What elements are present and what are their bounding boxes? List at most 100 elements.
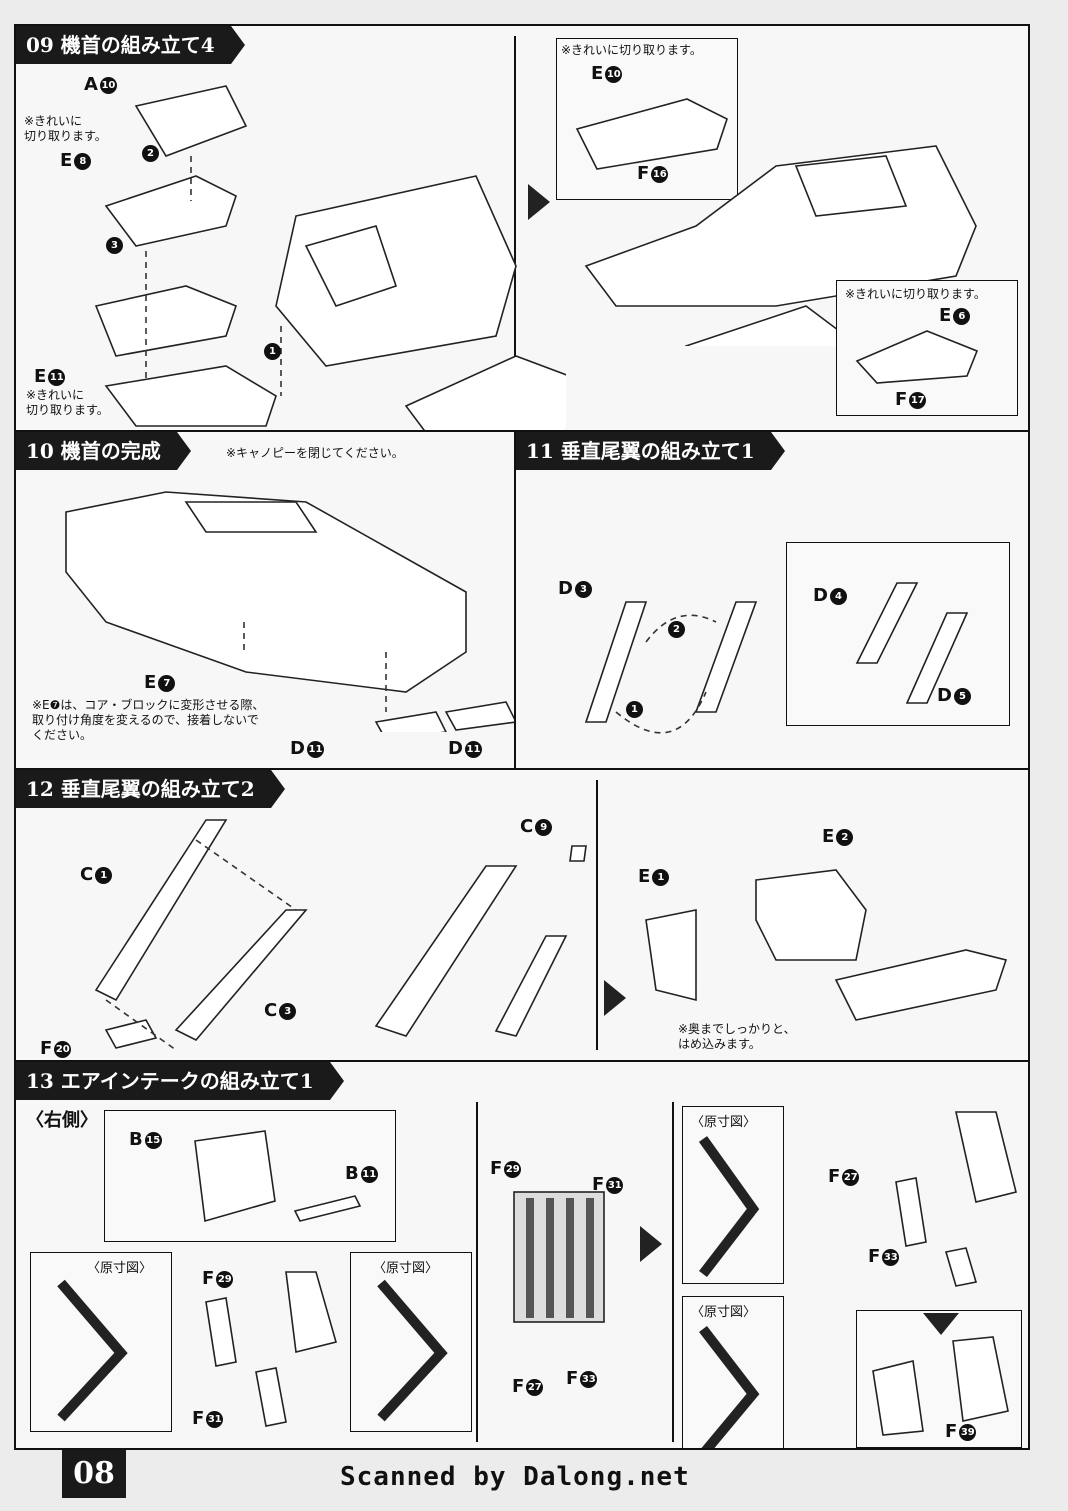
clean-cut-note-b: ※きれいに 切り取ります。	[26, 388, 109, 417]
part-letter: D	[558, 578, 573, 599]
part-number-badge: 27	[842, 1168, 860, 1186]
footer-credit: Scanned by Dalong.net	[340, 1462, 690, 1492]
step-09-title: 09 機首の組み立て4	[16, 26, 245, 64]
next-arrow	[640, 1226, 662, 1262]
part-letter: E	[60, 150, 73, 171]
part-letter: B	[129, 1129, 143, 1150]
nose-assembly-illustration	[94, 85, 566, 430]
down-arrow	[923, 1313, 959, 1335]
intake-right-parts-illustration	[205, 1271, 337, 1427]
part-number-badge: 20	[54, 1040, 72, 1058]
step-13-divider	[476, 1102, 478, 1442]
b15-b11-illustration	[194, 1130, 362, 1223]
step-order-number: 3	[106, 236, 123, 254]
part-letter: D	[813, 585, 828, 606]
actual-size-label: 〈原寸図〉	[691, 1115, 757, 1130]
actual-size-chevron	[699, 1325, 760, 1448]
assembled-nose-illustration	[584, 145, 977, 346]
clean-cut-note-c: ※きれいに切り取ります。	[561, 43, 702, 57]
intake-left-parts-illustration	[895, 1111, 1017, 1287]
part-number-badge: 27	[526, 1378, 544, 1396]
part-number-badge: 39	[959, 1423, 977, 1441]
part-letter: F	[566, 1368, 579, 1389]
part-letter: E	[638, 866, 651, 887]
part-number-badge: 15	[144, 1131, 162, 1149]
d4-d5-illustration	[855, 582, 969, 704]
close-canopy-note: ※キャノピーを閉じてください。	[226, 446, 404, 460]
right-side-label: 〈右側〉	[26, 1110, 98, 1131]
part-number-badge: 5	[953, 687, 971, 705]
next-arrow	[604, 980, 626, 1016]
step-12-divider	[596, 780, 598, 1050]
part-letter: F	[512, 1376, 525, 1397]
part-letter: F	[40, 1038, 53, 1059]
part-number-badge: 1	[652, 868, 670, 886]
actual-size-chevron	[57, 1279, 128, 1422]
part-number-badge: 11	[306, 740, 324, 758]
part-number-badge: 10	[605, 65, 623, 83]
part-letter: E	[591, 63, 604, 84]
order-badge-2: 2	[666, 618, 685, 639]
part-letter: E	[34, 366, 47, 387]
step-12-title: 12 垂直尾翼の組み立て2	[16, 770, 285, 808]
step-order-number: 2	[668, 620, 685, 638]
e7-no-glue-note: ※E❼は、コア・ブロックに変形させる際、 取り付け角度を変えるので、接着しないで…	[32, 698, 265, 742]
clean-cut-note-a: ※きれいに 切り取ります。	[24, 114, 107, 143]
e10-part-illustration	[575, 98, 728, 170]
part-number-badge: 9	[535, 818, 553, 836]
step-order-number: 1	[626, 700, 643, 718]
order-badge-1: 1	[624, 698, 643, 719]
part-letter: F	[868, 1246, 881, 1267]
part-letter: B	[345, 1163, 359, 1184]
f39-illustration	[872, 1336, 1009, 1436]
part-number-badge: 7	[158, 674, 176, 692]
part-letter: F	[945, 1421, 958, 1442]
actual-size-box-3: 〈原寸図〉	[682, 1106, 784, 1284]
runner-sprue-illustration	[513, 1191, 605, 1323]
part-number-badge: 10	[99, 76, 117, 94]
step-09-divider	[514, 36, 516, 426]
part-number-badge: 31	[606, 1176, 624, 1194]
part-number-badge: 4	[829, 587, 847, 605]
e6-part-illustration	[855, 330, 979, 384]
part-letter: F	[490, 1158, 503, 1179]
part-letter: C	[520, 816, 534, 837]
part-letter: E	[939, 305, 952, 326]
insert-fully-note: ※奥までしっかりと、 はめ込みます。	[678, 1022, 796, 1051]
part-letter: A	[84, 74, 98, 95]
tail-e1-e2-illustration	[645, 869, 1008, 1021]
part-number-badge: 16	[651, 165, 669, 183]
part-letter: F	[192, 1408, 205, 1429]
step-13-divider-2	[672, 1102, 674, 1442]
tail-fin-d3-illustration	[584, 601, 758, 734]
part-number-badge: 29	[504, 1160, 522, 1178]
tail-assembly-c1-c3-illustration	[94, 819, 308, 1050]
part-letter: F	[828, 1166, 841, 1187]
part-letter: D	[290, 738, 305, 759]
